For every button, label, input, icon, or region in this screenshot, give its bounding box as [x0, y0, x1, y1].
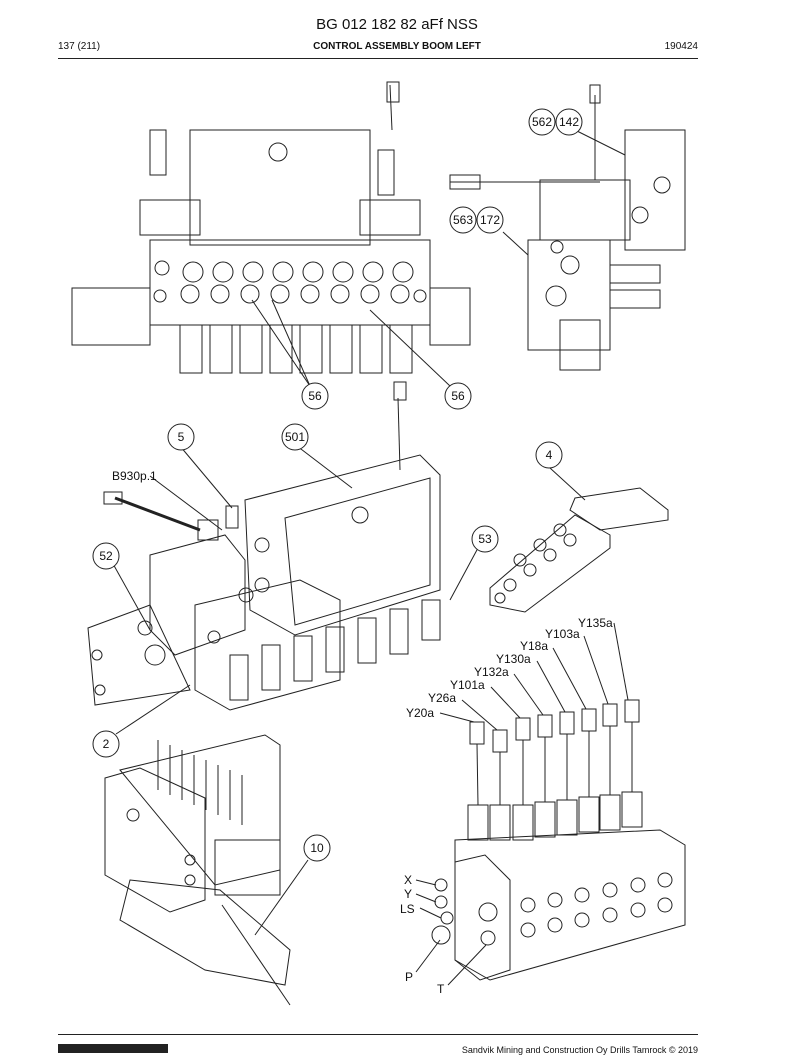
document-title: BG 012 182 82 aFf NSS — [316, 16, 478, 33]
label-y20a: Y20a — [406, 706, 434, 720]
callout-10-text: 10 — [310, 841, 324, 855]
assembly-lower-left — [104, 734, 309, 1006]
label-y18a: Y18a — [520, 639, 548, 653]
callout-56-right-text: 56 — [451, 389, 465, 403]
callout-172: 172 — [476, 206, 504, 234]
callout-2-text: 2 — [103, 737, 110, 751]
callout-56-left-text: 56 — [308, 389, 322, 403]
callout-52: 52 — [92, 542, 120, 570]
callout-10: 10 — [303, 834, 331, 862]
label-y132a: Y132a — [474, 665, 509, 679]
valve-iso-view — [87, 381, 479, 735]
label-y101a: Y101a — [450, 678, 485, 692]
callout-563: 563 — [449, 206, 477, 234]
callout-172-text: 172 — [480, 213, 500, 227]
callout-5-text: 5 — [178, 430, 185, 444]
page-number: 137 (211) — [58, 41, 101, 52]
company-logo — [58, 1044, 168, 1053]
label-port-ls: LS — [400, 902, 415, 916]
callout-501: 501 — [281, 423, 309, 451]
callout-52-text: 52 — [99, 549, 113, 563]
callout-562: 562 — [528, 108, 556, 136]
callout-563-text: 563 — [453, 213, 473, 227]
label-port-p: P — [405, 970, 413, 984]
callout-562-text: 562 — [532, 115, 552, 129]
copyright-text: Sandvik Mining and Construction Oy Drill… — [461, 1045, 698, 1055]
callout-5: 5 — [167, 423, 195, 451]
valve-coil-view — [415, 622, 686, 986]
label-port-t: T — [437, 982, 445, 996]
callout-53-text: 53 — [478, 532, 492, 546]
callout-501-text: 501 — [285, 430, 305, 444]
document-code: 190424 — [664, 41, 698, 52]
bracket-view — [489, 467, 669, 613]
label-y130a: Y130a — [496, 652, 531, 666]
header-rule — [58, 58, 698, 59]
callout-142-text: 142 — [559, 115, 579, 129]
footer-rule — [58, 1034, 698, 1035]
section-title: CONTROL ASSEMBLY BOOM LEFT — [313, 41, 481, 52]
valve-side-view — [449, 84, 686, 371]
callout-2: 2 — [92, 730, 120, 758]
label-port-x: X — [404, 873, 412, 887]
callout-53: 53 — [471, 525, 499, 553]
label-b930p1: B930p.1 — [112, 469, 157, 483]
callout-142: 142 — [555, 108, 583, 136]
callout-4: 4 — [535, 441, 563, 469]
valve-front-view — [71, 81, 471, 387]
label-y26a: Y26a — [428, 691, 456, 705]
callout-56-right: 56 — [444, 382, 472, 410]
label-y103a: Y103a — [545, 627, 580, 641]
callout-56-left: 56 — [301, 382, 329, 410]
callout-4-text: 4 — [546, 448, 553, 462]
label-port-y: Y — [404, 887, 412, 901]
label-y135a: Y135a — [578, 616, 613, 630]
